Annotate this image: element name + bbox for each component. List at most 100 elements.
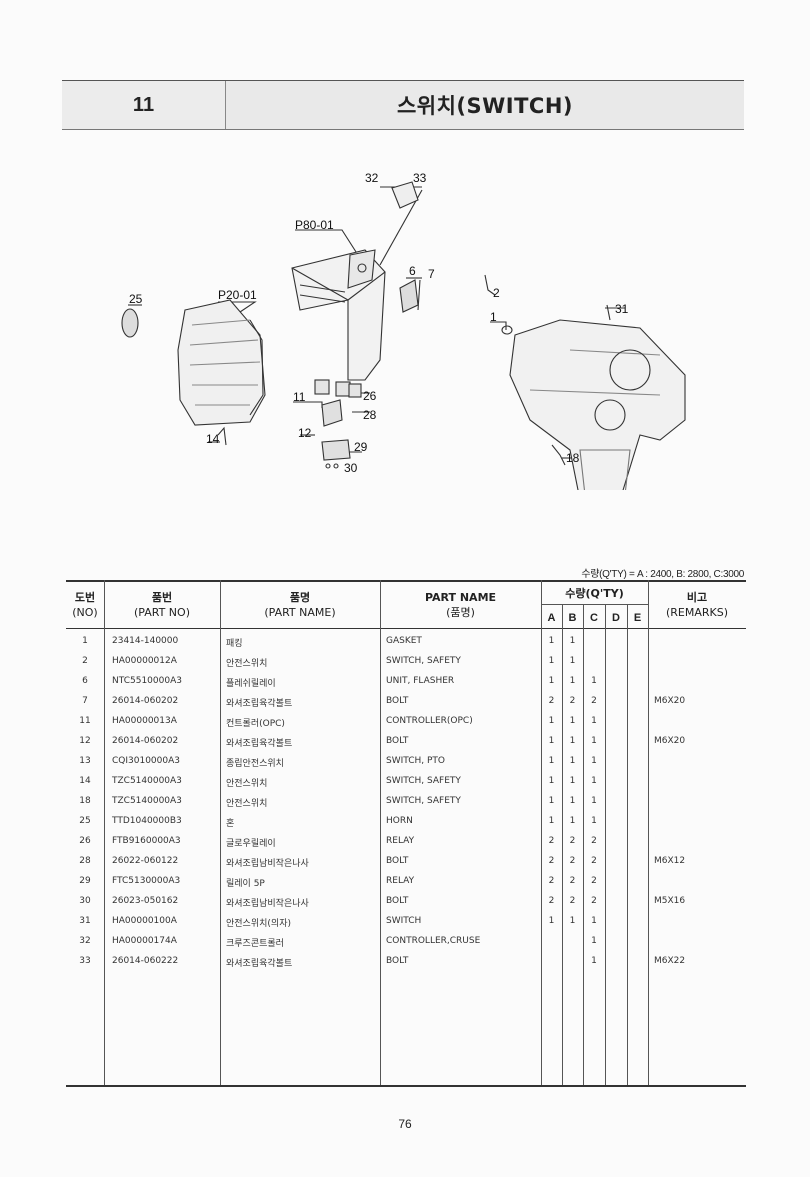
row-no: 28	[79, 856, 91, 866]
col-divider	[562, 605, 563, 1085]
row-part-no: FTC5130000A3	[112, 876, 181, 886]
row-part-no: 26023-050162	[112, 896, 179, 906]
row-qty-b: 1	[569, 676, 576, 686]
row-qty-c: 1	[591, 756, 597, 766]
row-name-ko: 안전스위치	[226, 799, 268, 809]
row-qty-a: 1	[548, 656, 555, 666]
row-qty-a: 1	[548, 756, 555, 766]
row-part-no: 26014-060202	[112, 736, 179, 746]
row-name-ko: 와셔조립남비작은나사	[226, 899, 309, 909]
row-no: 2	[82, 656, 88, 666]
row-name-ko: 안전스위치	[226, 779, 268, 789]
table-header-rule	[66, 628, 746, 629]
section-number: 11	[62, 81, 226, 129]
row-qty-b: 1	[569, 656, 576, 666]
row-qty-b: 2	[569, 696, 576, 706]
row-part-no: CQI3010000A3	[112, 756, 180, 766]
row-qty-b: 2	[569, 836, 576, 846]
row-qty-c: 2	[591, 696, 597, 706]
row-name-ko: 와셔조립육각볼트	[226, 739, 293, 749]
row-name-ko: 릴레이 5P	[226, 879, 265, 889]
page-title: 스위치(SWITCH)	[226, 81, 744, 129]
row-part-no: HA00000174A	[112, 936, 177, 946]
callout-p20-01: P20-01	[218, 288, 257, 302]
diagram-drawing	[121, 181, 686, 501]
row-remarks: M6X22	[654, 956, 686, 966]
row-qty-a: 1	[548, 716, 555, 726]
header-qty-c: C	[590, 611, 598, 624]
row-name-ko: 와셔조립남비작은나사	[226, 859, 309, 869]
row-qty-a: 2	[548, 856, 555, 866]
row-name-en: BOLT	[386, 696, 409, 706]
callout-31: 31	[615, 302, 629, 316]
row-name-ko: 플레쉬릴레이	[226, 679, 276, 689]
row-no: 32	[79, 936, 91, 946]
row-no: 29	[79, 876, 91, 886]
row-no: 11	[79, 716, 91, 726]
row-qty-a: 2	[548, 896, 555, 906]
row-name-ko: 크루즈콘트롤러	[226, 939, 284, 949]
row-qty-c: 1	[591, 676, 597, 686]
row-name-ko: 종립안전스위치	[226, 759, 284, 769]
row-qty-b: 1	[569, 756, 576, 766]
row-name-en: SWITCH, SAFETY	[386, 656, 461, 666]
row-no: 14	[79, 776, 91, 786]
row-qty-a: 1	[548, 676, 555, 686]
row-part-no: TZC5140000A3	[112, 796, 182, 806]
row-qty-b: 2	[569, 876, 576, 886]
row-part-no: 26014-060222	[112, 956, 179, 966]
parts-table: 도번 (NO) 품번 (PART NO) 품명 (PART NAME) PART…	[66, 580, 746, 1087]
row-qty-a: 1	[548, 816, 555, 826]
row-name-ko: 와셔조립육각볼트	[226, 959, 293, 969]
row-no: 12	[79, 736, 91, 746]
row-qty-b: 1	[569, 796, 576, 806]
row-qty-a: 2	[548, 876, 555, 886]
header-qty: 수량(Q'TY)	[565, 586, 624, 600]
row-part-no: 23414-140000	[112, 636, 179, 646]
row-name-ko: 안전스위치	[226, 659, 268, 669]
row-qty-b: 1	[569, 736, 576, 746]
row-name-ko: 혼	[226, 819, 235, 829]
row-name-en: BOLT	[386, 956, 409, 966]
callout-18: 18	[566, 451, 580, 465]
page-number: 76	[398, 1117, 412, 1131]
row-qty-b: 2	[569, 856, 576, 866]
callout-p80-01: P80-01	[295, 218, 334, 232]
header-qty-b: B	[568, 611, 577, 624]
row-no: 18	[79, 796, 91, 806]
qty-header-split	[541, 604, 648, 605]
callout-30: 30	[344, 461, 358, 475]
row-qty-b: 1	[569, 716, 576, 726]
exploded-parts-diagram: 32 33 P80-01 6 7 2 25 P20-01 1 31 26 28 …	[100, 160, 700, 501]
header-no: 도번 (NO)	[72, 591, 98, 619]
table-top-rule	[66, 580, 746, 582]
row-name-ko: 글로우릴레이	[226, 839, 276, 849]
row-part-no: 26022-060122	[112, 856, 179, 866]
row-qty-a: 1	[548, 636, 555, 646]
row-qty-a: 1	[548, 736, 555, 746]
row-part-no: TTD1040000B3	[112, 816, 182, 826]
row-name-en: GASKET	[386, 636, 422, 646]
row-qty-c: 2	[591, 836, 597, 846]
row-name-en: SWITCH	[386, 916, 422, 926]
col-divider	[583, 605, 584, 1085]
row-qty-a: 1	[548, 796, 555, 806]
callout-6: 6	[409, 264, 416, 278]
header-top-rule	[62, 80, 744, 81]
row-name-en: RELAY	[386, 836, 415, 846]
row-name-ko: 패킹	[226, 639, 243, 649]
row-name-en: RELAY	[386, 876, 415, 886]
header-part-name-ko: 품명 (PART NAME)	[264, 591, 336, 619]
row-no: 1	[82, 636, 88, 646]
row-no: 30	[79, 896, 91, 906]
quantity-legend: 수량(Q'TY) = A : 2400, B: 2800, C:3000	[581, 569, 744, 580]
row-part-no: TZC5140000A3	[112, 776, 182, 786]
